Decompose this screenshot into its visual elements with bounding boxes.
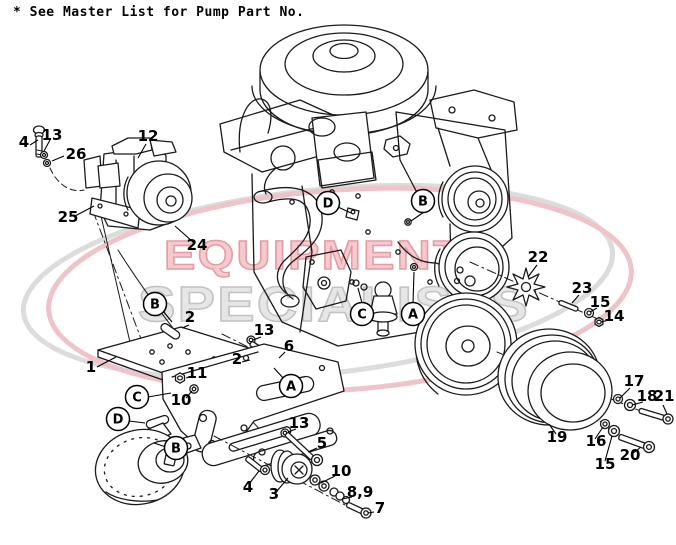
part-label-26: 26 bbox=[66, 145, 87, 163]
svg-text:C: C bbox=[132, 391, 142, 406]
part-label-10: 10 bbox=[331, 462, 352, 480]
part-label-22: 22 bbox=[528, 248, 549, 266]
part-label-12: 12 bbox=[138, 127, 159, 145]
svg-text:B: B bbox=[418, 195, 428, 210]
part-label-5: 5 bbox=[317, 434, 327, 452]
part-label-10: 10 bbox=[171, 391, 192, 409]
part-label-16: 16 bbox=[586, 432, 607, 450]
part-label-18: 18 bbox=[637, 387, 658, 405]
pump-assembly bbox=[32, 125, 291, 462]
part-label-13: 13 bbox=[289, 414, 310, 432]
part-label-15: 15 bbox=[595, 455, 616, 473]
part-label-6: 6 bbox=[284, 337, 294, 355]
svg-text:A: A bbox=[286, 380, 296, 395]
leader-lines bbox=[29, 139, 668, 514]
part-label-8,9: 8,9 bbox=[347, 483, 374, 501]
footnote-text: * See Master List for Pump Part No. bbox=[13, 5, 305, 20]
ref-letter-D: D bbox=[105, 406, 131, 432]
part-label-13: 13 bbox=[42, 126, 63, 144]
part-label-1: 1 bbox=[86, 358, 96, 376]
part-label-25: 25 bbox=[58, 208, 79, 226]
ref-letter-A: A bbox=[400, 301, 426, 327]
ref-letter-B: B bbox=[142, 291, 168, 317]
part-label-13: 13 bbox=[254, 321, 275, 339]
svg-text:D: D bbox=[323, 197, 334, 212]
part-label-15: 15 bbox=[590, 293, 611, 311]
part-label-23: 23 bbox=[572, 279, 593, 297]
ref-letter-D: D bbox=[315, 190, 341, 216]
part-label-21: 21 bbox=[654, 387, 675, 405]
ref-letter-C: C bbox=[349, 301, 375, 327]
part-label-17: 17 bbox=[624, 372, 645, 390]
part-label-24: 24 bbox=[187, 236, 208, 254]
part-label-19: 19 bbox=[547, 428, 568, 446]
crank-pulley-assembly bbox=[496, 328, 674, 454]
svg-text:C: C bbox=[357, 308, 367, 323]
ref-letter-B: B bbox=[163, 435, 189, 461]
part-label-11: 11 bbox=[187, 364, 208, 382]
part-label-3: 3 bbox=[269, 485, 279, 503]
ref-letter-C: C bbox=[124, 384, 150, 410]
part-label-4: 4 bbox=[243, 478, 253, 496]
svg-text:A: A bbox=[408, 308, 418, 323]
part-label-2: 2 bbox=[232, 350, 242, 368]
part-label-2: 2 bbox=[185, 308, 195, 326]
ref-letter-B: B bbox=[410, 188, 436, 214]
svg-text:B: B bbox=[171, 442, 181, 457]
fan-spider-assembly bbox=[469, 261, 604, 328]
svg-text:D: D bbox=[113, 413, 124, 428]
part-label-4: 4 bbox=[19, 133, 29, 151]
ref-letter-A: A bbox=[278, 373, 304, 399]
part-label-7: 7 bbox=[375, 499, 385, 517]
part-label-20: 20 bbox=[620, 446, 641, 464]
engine-pulleys bbox=[414, 165, 518, 396]
part-label-14: 14 bbox=[604, 307, 625, 325]
svg-text:B: B bbox=[150, 298, 160, 313]
